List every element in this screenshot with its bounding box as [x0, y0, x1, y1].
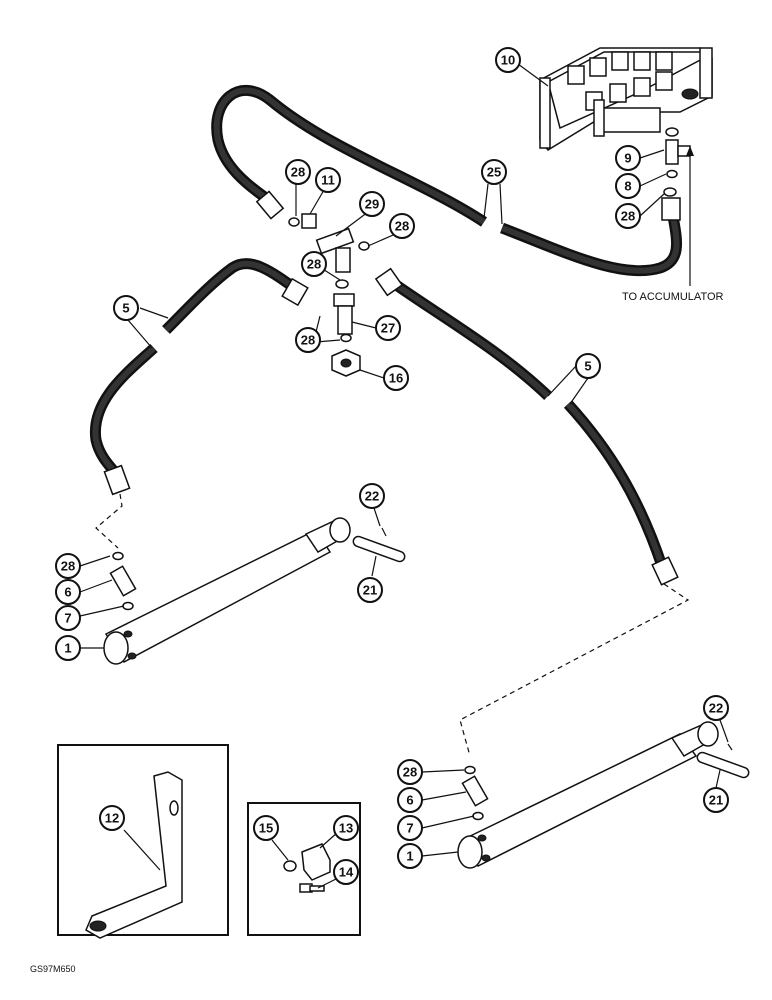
- leader-lines: [79, 63, 729, 889]
- callout-28-g: 28: [55, 553, 81, 579]
- callout-7-a: 7: [55, 605, 81, 631]
- dashed-link-right: [459, 583, 690, 757]
- valve-block: [539, 47, 713, 151]
- svg-text:22: 22: [709, 701, 723, 716]
- svg-text:16: 16: [389, 371, 403, 386]
- svg-text:14: 14: [339, 865, 354, 880]
- callout-28-e: 28: [295, 327, 321, 353]
- inset-box-13: [247, 802, 361, 936]
- callout-28-h: 28: [397, 759, 423, 785]
- callout-28-c: 28: [615, 203, 641, 229]
- callout-6-b: 6: [397, 787, 423, 813]
- svg-text:29: 29: [365, 197, 379, 212]
- svg-text:10: 10: [501, 53, 515, 68]
- callout-15: 15: [253, 815, 279, 841]
- svg-text:28: 28: [403, 765, 417, 780]
- svg-text:7: 7: [64, 611, 71, 626]
- svg-text:8: 8: [624, 179, 631, 194]
- svg-text:6: 6: [64, 585, 71, 600]
- svg-text:1: 1: [64, 641, 71, 656]
- svg-text:9: 9: [624, 151, 631, 166]
- svg-text:28: 28: [301, 333, 315, 348]
- inset-box-12: [57, 744, 229, 939]
- callout-25: 25: [481, 159, 507, 185]
- svg-text:28: 28: [291, 165, 305, 180]
- callout-27: 27: [375, 315, 401, 341]
- drawing-code: GS97M650: [30, 964, 76, 974]
- svg-text:21: 21: [709, 793, 723, 808]
- callout-9: 9: [615, 145, 641, 171]
- svg-text:13: 13: [339, 821, 353, 836]
- hose-5-upper-left: [162, 258, 309, 334]
- svg-text:1: 1: [406, 849, 413, 864]
- hose-5-lower-left: [89, 343, 158, 496]
- pin-right: [696, 743, 750, 779]
- callout-5-a: 5: [113, 295, 139, 321]
- callout-29: 29: [359, 191, 385, 217]
- svg-text:28: 28: [395, 219, 409, 234]
- callout-11: 11: [315, 167, 341, 193]
- callout-14: 14: [333, 859, 359, 885]
- accumulator-label: TO ACCUMULATOR: [622, 291, 724, 303]
- callout-12: 12: [99, 805, 125, 831]
- svg-text:5: 5: [584, 359, 591, 374]
- hose-5-upper-right: [374, 267, 552, 400]
- callout-28-a: 28: [285, 159, 311, 185]
- callout-5-b: 5: [575, 353, 601, 379]
- svg-text:6: 6: [406, 793, 413, 808]
- svg-text:28: 28: [307, 257, 321, 272]
- cylinder-right: [457, 721, 719, 869]
- callout-28-d: 28: [301, 251, 327, 277]
- callout-1-b: 1: [397, 843, 423, 869]
- callout-21-a: 21: [357, 577, 383, 603]
- cylinder-left: [103, 517, 351, 665]
- callout-7-b: 7: [397, 815, 423, 841]
- callout-8: 8: [615, 173, 641, 199]
- callout-22-a: 22: [359, 483, 385, 509]
- svg-text:5: 5: [122, 301, 129, 316]
- hose-25-left: [211, 84, 488, 227]
- svg-text:22: 22: [365, 489, 379, 504]
- callout-6-a: 6: [55, 579, 81, 605]
- svg-text:15: 15: [259, 821, 273, 836]
- svg-text:27: 27: [381, 321, 395, 336]
- callout-22-b: 22: [703, 695, 729, 721]
- callout-28-b: 28: [389, 213, 415, 239]
- hose-5-lower-right: [563, 400, 679, 586]
- svg-text:21: 21: [363, 583, 377, 598]
- pin-left: [352, 527, 406, 563]
- svg-text:25: 25: [487, 165, 501, 180]
- svg-text:12: 12: [105, 811, 119, 826]
- callout-21-b: 21: [703, 787, 729, 813]
- svg-text:7: 7: [406, 821, 413, 836]
- callout-10: 10: [495, 47, 521, 73]
- hose-25-right: [500, 197, 683, 277]
- svg-text:28: 28: [621, 209, 635, 224]
- callout-13: 13: [333, 815, 359, 841]
- tee-fittings: [288, 213, 370, 377]
- dashed-link-left: [95, 493, 123, 549]
- svg-text:11: 11: [321, 173, 335, 188]
- callout-16: 16: [383, 365, 409, 391]
- valve-fittings: [663, 127, 691, 197]
- callout-1-a: 1: [55, 635, 81, 661]
- svg-text:28: 28: [61, 559, 75, 574]
